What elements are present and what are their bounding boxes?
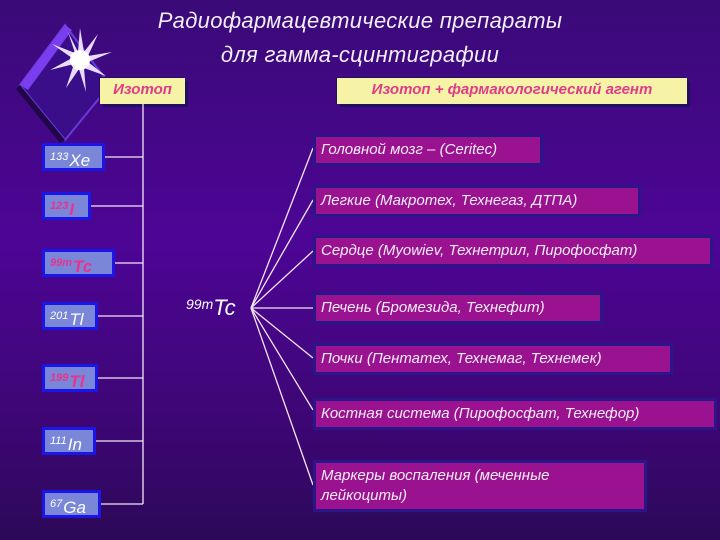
isotope-box-tc99m: 99mTc <box>42 249 115 277</box>
organ-box-brain: Головной мозг – (Ceritec) <box>313 134 543 166</box>
isotope-symbol: Tc <box>73 257 93 276</box>
diamond-star-logo-icon <box>16 23 112 143</box>
isotope-box-ga67: 67Ga <box>42 490 101 518</box>
center-isotope-symbol: Tc <box>213 295 236 320</box>
isotope-symbol: In <box>67 435 82 454</box>
isotope-symbol: Tl <box>69 372 85 391</box>
isotope-box-xe133: 133Xe <box>42 143 105 171</box>
slide-title-line-2: для гамма-сцинтиграфии <box>220 42 500 67</box>
isotope-mass: 201 <box>50 310 69 322</box>
isotope-mass: 111 <box>50 435 67 447</box>
slide-title-line-1: Радиофармацевтические препараты <box>157 8 563 33</box>
isotope-symbol: I <box>69 200 75 219</box>
isotope-box-tl199: 199Tl <box>42 364 98 392</box>
isotope-symbol: Ga <box>63 498 86 517</box>
isotope-box-tl201: 201Tl <box>42 302 98 330</box>
center-isotope-mass: 99m <box>186 296 214 312</box>
isotope-mass: 199 <box>50 372 69 384</box>
organ-box-kidneys: Почки (Пентатех, Технемаг, Технемек) <box>313 343 673 375</box>
organ-box-liver: Печень (Бромезида, Технефит) <box>313 292 603 324</box>
isotope-symbol: Tl <box>69 310 84 329</box>
isotope-mass: 123 <box>50 200 69 212</box>
agent-header: Изотоп + фармакологический агент <box>337 78 687 104</box>
isotope-mass: 99m <box>50 257 73 269</box>
isotope-box-i123: 123I <box>42 192 91 220</box>
isotope-box-in111: 111In <box>42 427 96 455</box>
organ-box-heart: Сердце (Myowiev, Технетрил, Пирофосфат) <box>313 235 713 267</box>
organ-box-lungs: Легкие (Макротех, Технегаз, ДТПА) <box>313 185 641 217</box>
center-isotope-label: 99mTc <box>186 295 236 321</box>
organ-box-inflammation: Маркеры воспаления (меченные лейкоциты) <box>313 460 647 512</box>
isotope-mass: 67 <box>50 498 63 510</box>
organ-box-bone: Костная система (Пирофосфат, Технефор) <box>313 398 717 430</box>
isotope-header: Изотоп <box>100 78 185 104</box>
isotope-symbol: Xe <box>69 151 91 170</box>
isotope-mass: 133 <box>50 151 69 163</box>
